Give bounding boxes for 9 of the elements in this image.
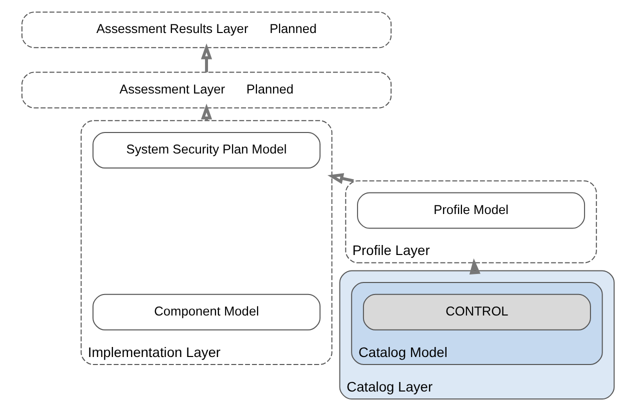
node-box: CONTROL [362,294,590,330]
arrow [327,173,354,184]
node-box: Assessment Results Layer Planned [20,12,392,48]
arrow [200,43,212,72]
arrow [468,258,480,275]
node-box: System Security Plan Model [92,132,320,169]
node-box: Component Model [92,294,320,330]
node-box: Assessment Layer Planned [20,72,392,108]
node-box: Profile Model [356,192,585,229]
